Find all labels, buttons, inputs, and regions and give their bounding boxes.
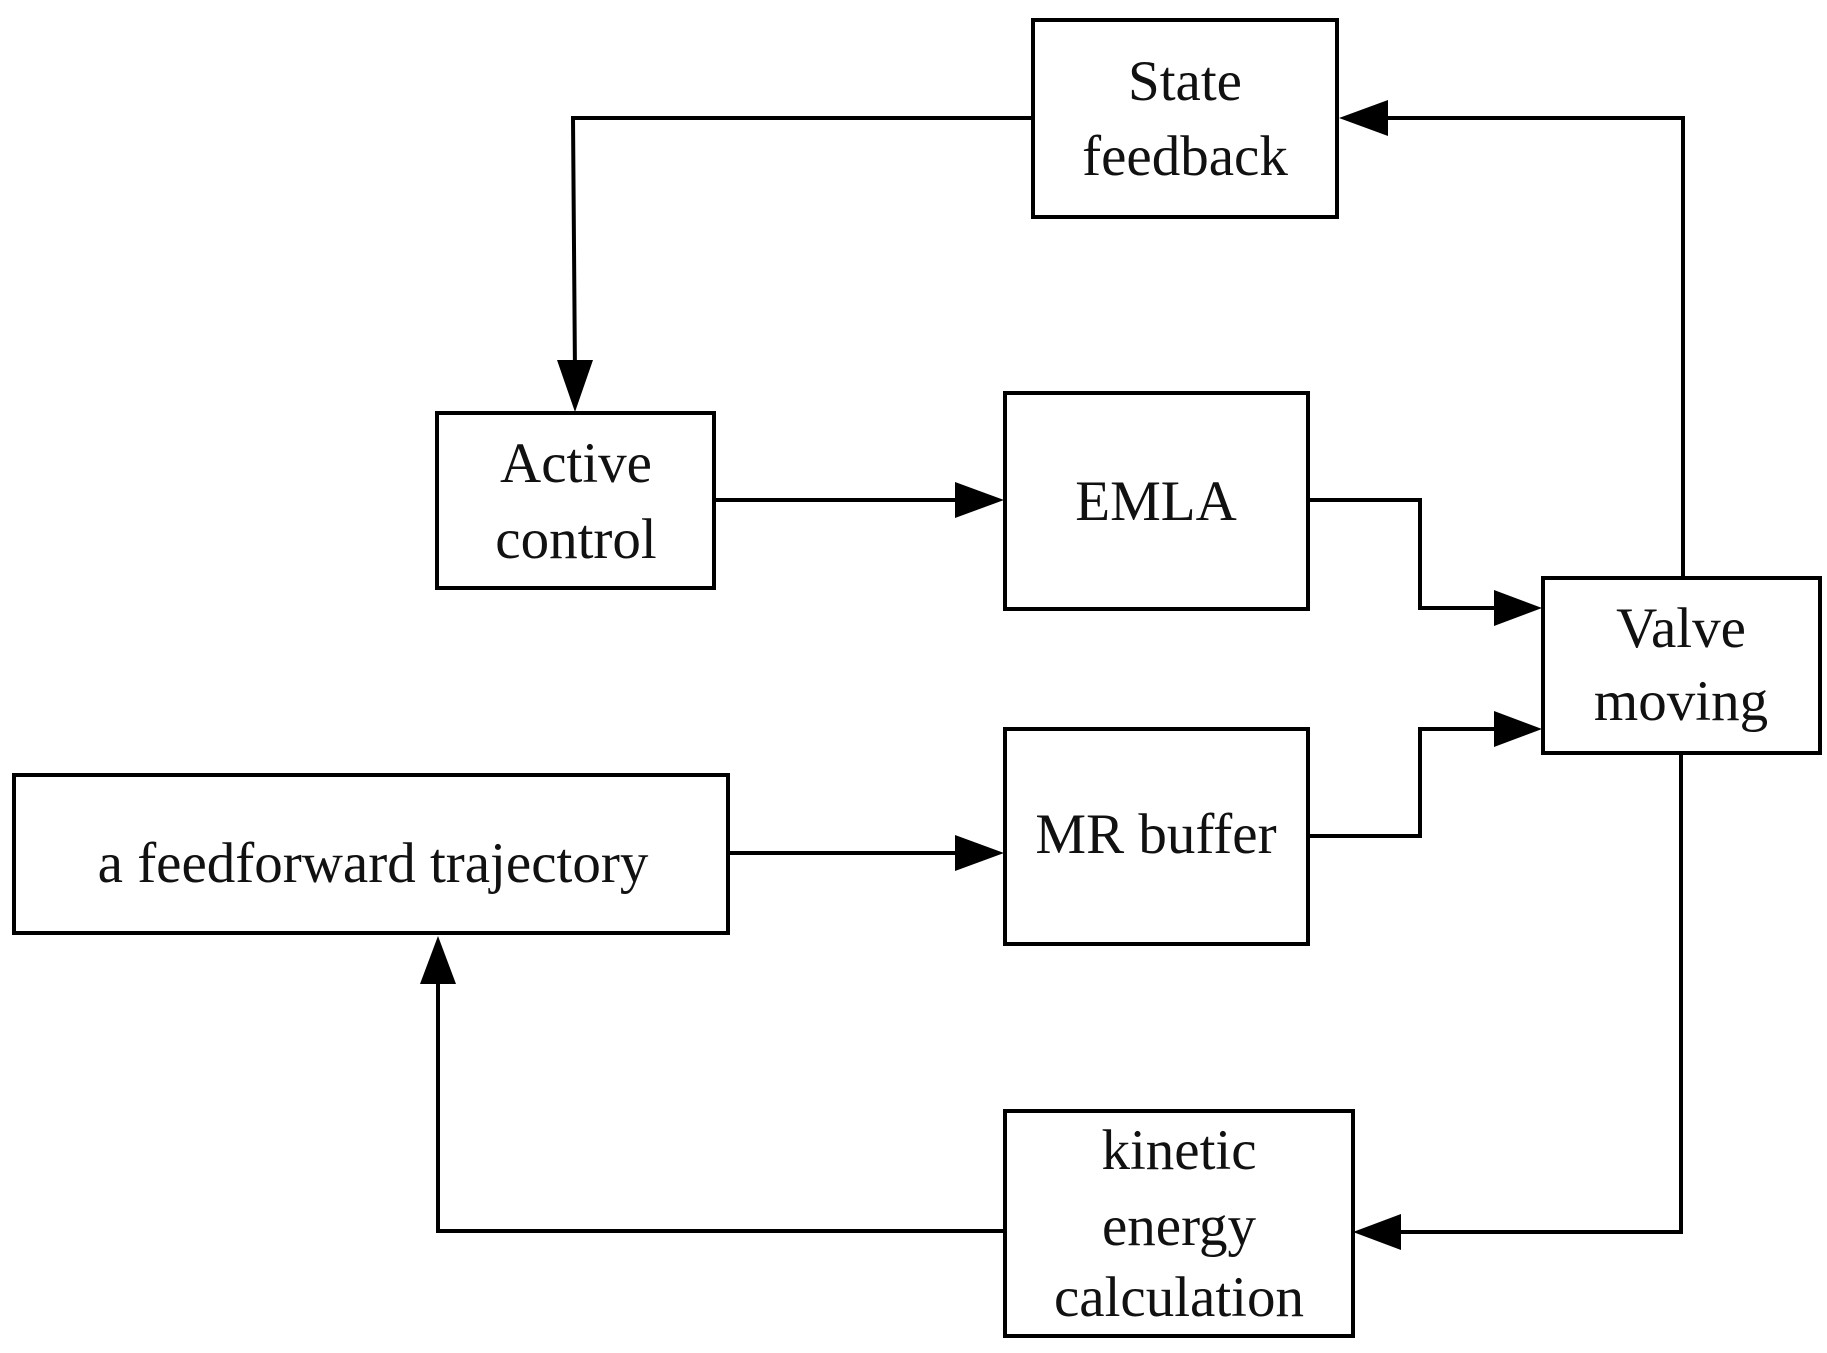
arrowhead-right-valve-lower [1494, 711, 1542, 747]
mr-buffer-label: MR buffer [1035, 803, 1276, 866]
arrow-mrbuffer-to-valve [1308, 727, 1498, 838]
arrow-emla-to-valve [1308, 498, 1498, 610]
emla-label: EMLA [1075, 470, 1236, 533]
connectors [420, 100, 1685, 1250]
arrowhead-left-kinetic [1353, 1214, 1401, 1250]
block-active-control: Active control [435, 411, 716, 590]
valve-moving-line-2: moving [1594, 670, 1768, 733]
arrow-statefeedback-to-activecontrol [570, 116, 1033, 376]
arrowhead-right-emla [955, 482, 1004, 518]
block-emla: EMLA [1003, 391, 1310, 611]
valve-moving-line-1: Valve [1616, 597, 1746, 660]
active-control-line-1: Active [500, 432, 652, 495]
kinetic-line-3: calculation [1054, 1266, 1304, 1329]
arrow-valve-to-statefeedback [1383, 116, 1685, 578]
block-valve-moving: Valve moving [1541, 576, 1822, 755]
arrowhead-down-activecontrol [557, 360, 593, 412]
arrow-kinetic-to-feedforward [436, 970, 1005, 1233]
block-kinetic-energy-calculation: kinetic energy calculation [1003, 1109, 1355, 1338]
arrowhead-up-feedforward [420, 936, 456, 984]
active-control-line-2: control [495, 508, 656, 571]
feedforward-label: a feedforward trajectory [98, 832, 649, 895]
arrowhead-left-statefeedback [1339, 100, 1388, 136]
arrowhead-right-mrbuffer [955, 835, 1004, 871]
arrow-valve-to-kinetic [1395, 753, 1683, 1234]
kinetic-line-2: energy [1102, 1195, 1257, 1258]
state-feedback-line-1: State [1128, 50, 1242, 113]
arrowhead-right-valve-upper [1494, 590, 1542, 626]
block-feedforward-trajectory: a feedforward trajectory [12, 773, 730, 935]
block-state-feedback: State feedback [1031, 18, 1339, 219]
kinetic-line-1: kinetic [1101, 1119, 1256, 1182]
block-mr-buffer: MR buffer [1003, 727, 1310, 946]
state-feedback-line-2: feedback [1082, 125, 1288, 188]
